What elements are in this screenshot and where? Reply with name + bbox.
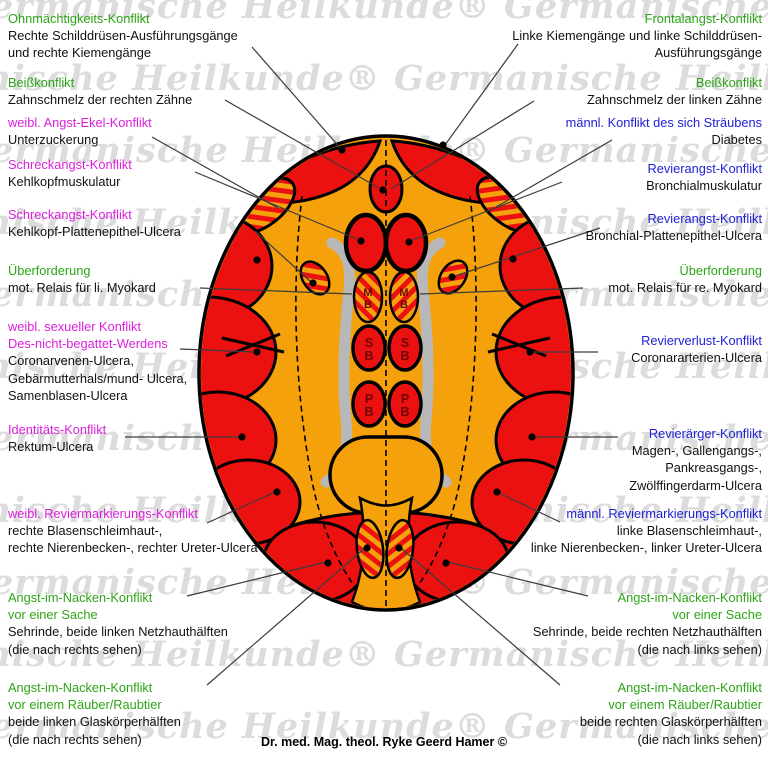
leader-lines bbox=[125, 43, 618, 686]
relay-letter: B bbox=[400, 405, 409, 419]
relay-letter: M bbox=[363, 287, 372, 299]
hatched-relay bbox=[352, 270, 384, 324]
cortex-petal bbox=[403, 520, 511, 604]
relay-dot bbox=[309, 279, 317, 287]
cortex-petal bbox=[261, 520, 369, 604]
relay-dots bbox=[238, 141, 536, 567]
relay-letter: S bbox=[401, 336, 409, 350]
relay-dot bbox=[324, 559, 332, 567]
leader-line bbox=[254, 230, 312, 283]
relay-ellipse bbox=[351, 380, 387, 428]
relay-ellipse bbox=[343, 212, 389, 274]
relay-letter: B bbox=[364, 299, 372, 311]
relay-dot bbox=[442, 559, 450, 567]
leader-line bbox=[194, 171, 358, 240]
leader-line bbox=[206, 547, 366, 686]
leader-line bbox=[419, 287, 584, 295]
relay-dot bbox=[405, 238, 413, 246]
relay-letter: P bbox=[401, 392, 409, 406]
relay-letter: B bbox=[364, 349, 373, 363]
leader-line bbox=[495, 139, 613, 208]
dashed-boundary bbox=[403, 195, 477, 603]
relay-ellipse bbox=[351, 324, 387, 372]
leader-line bbox=[186, 561, 327, 597]
author-credit: Dr. med. Mag. theol. Ryke Geerd Hamer © bbox=[260, 735, 508, 749]
relay-dot bbox=[253, 256, 261, 264]
leader-line bbox=[400, 547, 561, 686]
leader-line bbox=[251, 46, 343, 151]
leader-line bbox=[206, 491, 276, 524]
relay-dot bbox=[273, 488, 281, 496]
leader-line bbox=[199, 287, 353, 295]
relay-dot bbox=[493, 488, 501, 496]
leader-line bbox=[498, 492, 561, 523]
leader-line bbox=[224, 99, 380, 189]
leader-line bbox=[447, 561, 589, 597]
relay-letter: B bbox=[364, 405, 373, 419]
relay-dot bbox=[526, 348, 534, 356]
leader-line bbox=[179, 348, 256, 353]
leader-line bbox=[390, 100, 535, 190]
relay-letter: M bbox=[399, 287, 408, 299]
relay-dot bbox=[439, 141, 447, 149]
relay-dot bbox=[363, 544, 371, 552]
relay-dot bbox=[509, 255, 517, 263]
relay-dot bbox=[395, 544, 403, 552]
relay-dot bbox=[379, 186, 387, 194]
relay-dot bbox=[253, 348, 261, 356]
hatched-relay bbox=[388, 270, 420, 324]
relay-letter: B bbox=[400, 349, 409, 363]
relay-letter: S bbox=[365, 336, 373, 350]
leader-line bbox=[454, 227, 601, 277]
relay-ellipse bbox=[387, 380, 423, 428]
relay-dot bbox=[357, 237, 365, 245]
relay-letter: P bbox=[365, 392, 373, 406]
leader-line bbox=[412, 181, 563, 241]
relay-letter: B bbox=[400, 299, 408, 311]
relay-letters: M B M B S B S B P B P B bbox=[363, 287, 409, 419]
relay-dot bbox=[338, 146, 346, 154]
relay-dot bbox=[238, 433, 246, 441]
relay-dot bbox=[528, 433, 536, 441]
relay-dot bbox=[448, 273, 456, 281]
leader-line bbox=[444, 43, 519, 146]
leader-line bbox=[151, 136, 279, 209]
relay-ellipse bbox=[387, 324, 423, 372]
